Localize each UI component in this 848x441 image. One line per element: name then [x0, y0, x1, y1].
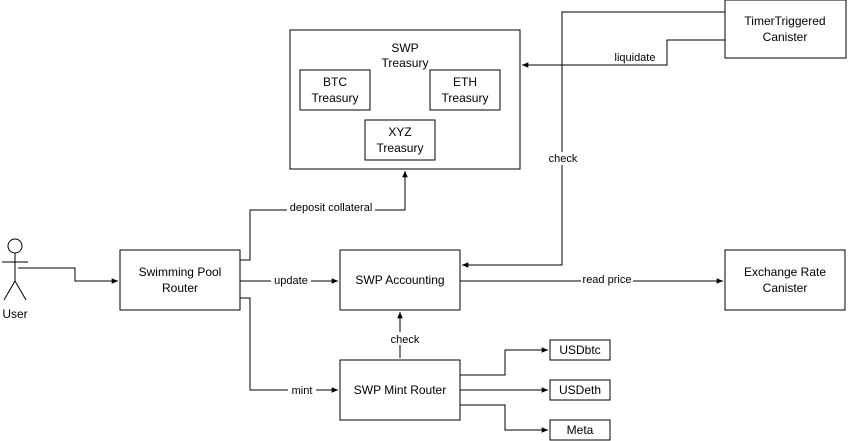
edge-label-deposit-collateral: deposit collateral: [287, 201, 375, 214]
edge-label-check-accounting: check: [547, 152, 579, 165]
edge-to-meta: [460, 404, 548, 433]
svg-text:Exchange Rate: Exchange Rate: [744, 265, 826, 279]
edge-label-liquidate: liquidate: [612, 51, 658, 64]
svg-text:Treasury: Treasury: [377, 141, 424, 155]
svg-text:Treasury: Treasury: [312, 91, 359, 105]
node-swp-accounting: SWP Accounting: [339, 249, 461, 311]
user-actor-icon: [2, 238, 28, 301]
edge-to-usdbtc: [460, 347, 548, 376]
node-pool-router: Swimming Pool Router: [119, 249, 241, 311]
node-usdbtc: USDbtc: [549, 339, 611, 361]
edge-deposit-collateral: [240, 171, 408, 261]
svg-text:SWP Accounting: SWP Accounting: [355, 273, 444, 287]
svg-text:BTC: BTC: [323, 75, 347, 89]
svg-text:USDeth: USDeth: [559, 383, 601, 397]
node-meta: Meta: [549, 419, 611, 441]
svg-text:Canister: Canister: [763, 30, 808, 44]
svg-text:Treasury: Treasury: [382, 56, 429, 70]
svg-text:Swimming Pool: Swimming Pool: [139, 265, 222, 279]
node-usdeth: USDeth: [549, 379, 611, 401]
node-mint-router: SWP Mint Router: [339, 359, 461, 421]
node-eth-treasury: ETH Treasury: [429, 69, 501, 111]
svg-text:Treasury: Treasury: [442, 91, 489, 105]
node-xyz-treasury: XYZ Treasury: [364, 119, 436, 161]
user-label: User: [2, 307, 27, 321]
edge-liquidate: [522, 39, 725, 68]
svg-text:ETH: ETH: [453, 75, 477, 89]
svg-text:SWP Mint Router: SWP Mint Router: [354, 383, 446, 397]
svg-text:SWP: SWP: [391, 41, 418, 55]
svg-text:deposit collateral: deposit collateral: [290, 202, 373, 214]
svg-text:read price: read price: [583, 274, 632, 286]
node-timer-canister: TimerTriggered Canister: [724, 0, 847, 59]
svg-text:TimerTriggered: TimerTriggered: [744, 14, 825, 28]
edge-label-read-price: read price: [581, 273, 633, 286]
svg-text:update: update: [274, 275, 308, 287]
svg-text:Router: Router: [162, 281, 198, 295]
svg-text:liquidate: liquidate: [615, 52, 656, 64]
svg-text:mint: mint: [292, 385, 313, 397]
edge-user-to-router: [18, 267, 118, 284]
edge-check-accounting: [462, 11, 725, 268]
edge-label-update: update: [271, 274, 311, 287]
svg-text:check: check: [549, 153, 578, 165]
svg-text:Meta: Meta: [567, 423, 594, 437]
svg-text:USDbtc: USDbtc: [559, 343, 600, 357]
node-btc-treasury: BTC Treasury: [299, 69, 371, 111]
svg-text:Canister: Canister: [763, 281, 808, 295]
edge-label-check-mint: check: [388, 332, 422, 346]
svg-text:check: check: [391, 334, 420, 346]
edge-mint: [240, 297, 338, 393]
svg-text:XYZ: XYZ: [388, 125, 411, 139]
node-exchange-rate-canister: Exchange Rate Canister: [724, 249, 846, 311]
edge-label-mint: mint: [288, 384, 316, 397]
